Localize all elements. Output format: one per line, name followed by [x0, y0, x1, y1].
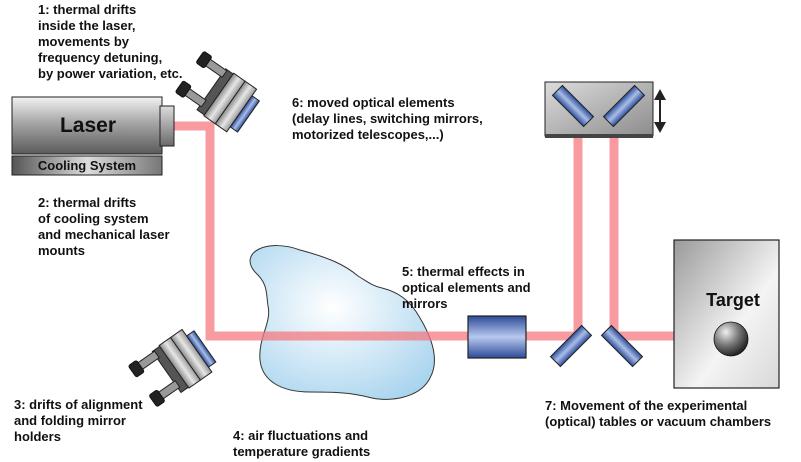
annotation-3: 3: drifts of alignment and folding mirro… [14, 397, 143, 445]
folding-mirrors-v [549, 324, 644, 368]
annotation-1-line: inside the laser, [38, 18, 136, 33]
target-chamber [673, 239, 780, 389]
sphere-target [713, 321, 749, 357]
annotation-6-line: 6: moved optical elements [292, 95, 455, 110]
annotation-5: 5: thermal effects in optical elements a… [402, 264, 531, 312]
annotation-3-line: and folding mirror [14, 413, 126, 428]
mirror-mount-lower [128, 328, 217, 407]
annotation-4-line: 4: air fluctuations and [233, 428, 369, 443]
annotation-7-line: 7: Movement of the experimental [545, 398, 748, 413]
annotation-1-line: movements by [38, 34, 130, 49]
annotation-7-line: (optical) tables or vacuum chambers [545, 414, 772, 429]
target-label: Target [706, 290, 760, 310]
cooling-system-label: Cooling System [38, 158, 136, 173]
annotation-1-line: 1: thermal drifts [38, 2, 137, 17]
double-arrow-icon [654, 89, 666, 133]
annotation-1-line: by power variation, etc. [38, 66, 183, 81]
annotation-2: 2: thermal drifts of cooling system and … [38, 195, 170, 259]
annotation-7: 7: Movement of the experimental (optical… [545, 398, 771, 430]
laser-beam-path [172, 110, 690, 341]
mirror-mount-upper [175, 51, 261, 133]
annotation-2-line: mounts [38, 243, 85, 258]
laser-label: Laser [60, 114, 116, 137]
annotation-5-line: 5: thermal effects in [402, 264, 525, 279]
annotation-3-line: holders [14, 429, 61, 444]
air-cloud [249, 245, 436, 400]
annotation-2-line: 2: thermal drifts [38, 195, 137, 210]
annotation-3-line: 3: drifts of alignment [14, 397, 143, 412]
annotation-1-line: frequency detuning, [38, 50, 163, 65]
optical-element [467, 315, 527, 359]
delay-line-stage [544, 81, 654, 138]
annotation-5-line: mirrors [402, 296, 448, 311]
annotation-4-line: temperature gradients [233, 444, 371, 459]
annotation-4: 4: air fluctuations and temperature grad… [233, 428, 370, 460]
annotation-1: 1: thermal drifts inside the laser, move… [38, 2, 183, 82]
annotation-6-line: (delay lines, switching mirrors, [292, 111, 483, 126]
annotation-6: 6: moved optical elements (delay lines, … [292, 95, 483, 143]
annotation-2-line: of cooling system [38, 211, 149, 226]
annotation-2-line: and mechanical laser [38, 227, 170, 242]
laser-housing [11, 96, 175, 176]
annotation-5-line: optical elements and [402, 280, 531, 295]
annotation-6-line: motorized telescopes,...) [292, 127, 444, 142]
